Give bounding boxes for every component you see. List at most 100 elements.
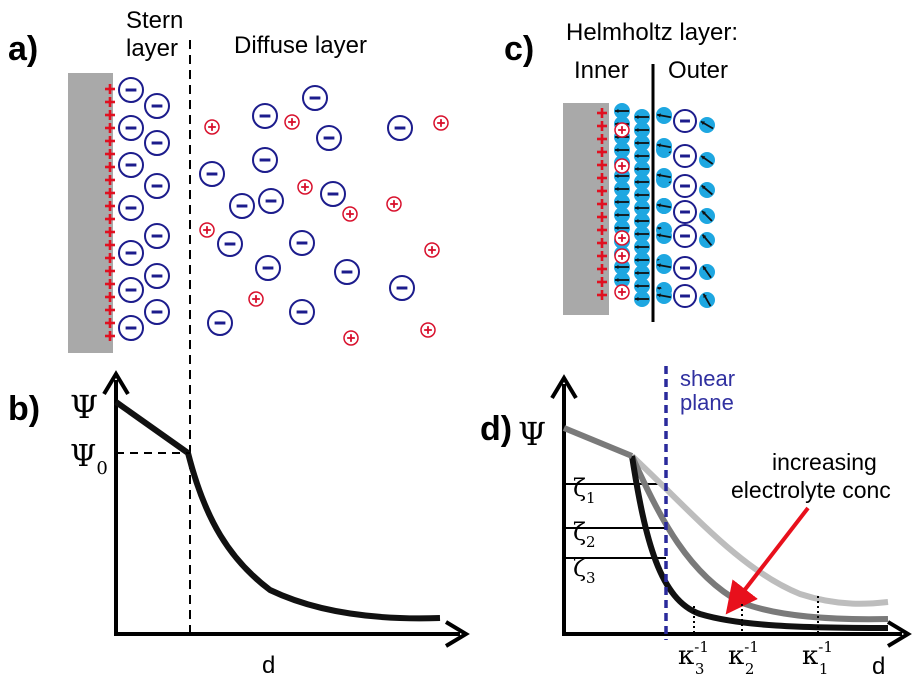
d-axis-label-b: d [262,652,275,678]
shear-label-line2: plane [680,390,734,415]
anion-icon [118,115,144,141]
surface-charges-c [597,108,607,300]
water-dipole-icon [634,187,650,203]
cation-icon [614,122,630,138]
anion-icon [229,193,255,219]
water-dipole-icon [656,198,672,214]
psi-axis-label-b: Ψ [70,388,98,426]
water-dipole-icon [656,138,672,154]
anion-icon [673,284,697,308]
d-axis-label-d: d [872,653,885,678]
anion-icon [118,77,144,103]
cation-icon [614,284,630,300]
water-dipole-icon [699,117,715,133]
panel-b-label: b) [8,390,40,428]
water-dipole-icon [614,259,630,275]
plus-charge-icon [597,264,607,274]
water-dipole-icon [699,232,715,248]
water-dipole-icon [699,182,715,198]
plus-charge-icon [105,240,115,250]
anion-icon [144,263,170,289]
anion-icon [252,147,278,173]
water-dipole-icon [634,265,650,281]
water-dipole-icon [614,181,630,197]
anion-icon [118,240,144,266]
anion-icon [673,144,697,168]
water-dipole-icon [699,292,715,308]
panel-a-label: a) [8,30,38,68]
cation-icon [284,114,300,130]
anion-icon [252,103,278,129]
psi0-label: Ψ0 [70,439,108,479]
anion-icon [673,109,697,133]
cation-icon [424,242,440,258]
stern-label-line2: layer [126,35,178,62]
helmholtz-ions-and-water [614,103,715,308]
anion-icon [302,85,328,111]
plus-charge-icon [105,214,115,224]
zeta2-label: ζ2 [573,518,596,551]
anion-icon [144,93,170,119]
annotation-line1: increasing [772,449,877,475]
water-dipole-icon [634,109,650,125]
water-dipole-icon [634,291,650,307]
anion-icon [144,130,170,156]
plus-charge-icon [105,123,115,133]
water-dipole-icon [634,148,650,164]
plus-charge-icon [597,290,607,300]
panel-b: b) Ψ Ψ0 d [8,370,470,678]
electrode-a [68,73,113,353]
potential-curve-b [114,399,441,622]
water-dipole-icon [634,226,650,242]
anion-icon [144,223,170,249]
outer-label: Outer [668,57,728,84]
plus-charge-icon [105,175,115,185]
plus-charge-icon [105,149,115,159]
water-dipole-icon [634,252,650,268]
zeta3-label: ζ3 [573,554,596,587]
anion-icon [144,173,170,199]
cation-icon [248,291,264,307]
anion-icon [320,181,346,207]
cation-icon [614,248,630,264]
water-dipole-icon [614,142,630,158]
plus-charge-icon [597,277,607,287]
anion-icon [673,174,697,198]
plus-charge-icon [597,108,607,118]
anion-icon [255,255,281,281]
water-dipole-icon [614,272,630,288]
cation-icon [343,330,359,346]
y-axis-arrow-d [550,374,578,400]
anion-icon [289,230,315,256]
plus-charge-icon [597,147,607,157]
water-dipole-icon [656,258,672,274]
water-dipole-icon [614,103,630,119]
cation-icon [614,158,630,174]
plus-charge-icon [597,134,607,144]
panel-a: a) Stern layer Diffuse layer [8,7,449,640]
anion-icon [118,152,144,178]
panel-c: c) Helmholtz layer: Inner Outer [504,19,738,322]
plus-charge-icon [597,186,607,196]
panel-c-label: c) [504,30,534,68]
x-axis-arrow-b [444,620,470,648]
water-dipole-icon [634,135,650,151]
helmholtz-title: Helmholtz layer: [566,19,738,46]
cation-icon [342,206,358,222]
anion-icon [118,277,144,303]
plus-charge-icon [105,279,115,289]
plus-charge-icon [597,238,607,248]
plus-charge-icon [597,199,607,209]
annotation-arrow [725,506,810,615]
water-dipole-icon [699,264,715,280]
panel-d-label: d) [480,410,512,448]
plus-charge-icon [597,251,607,261]
water-dipole-icon [699,152,715,168]
plus-charge-icon [105,318,115,328]
water-dipole-icon [634,174,650,190]
panel-d: d) Ψ shear plane increasing electrolyte … [480,366,912,678]
water-dipole-icon [634,161,650,177]
anion-icon [199,161,225,187]
